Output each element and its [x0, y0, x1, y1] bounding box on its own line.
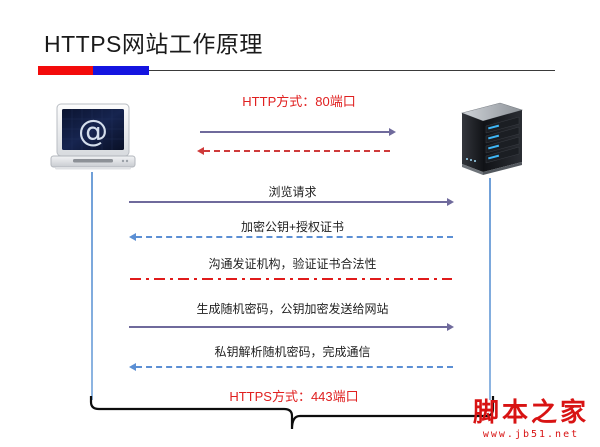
page-title: HTTPS网站工作原理: [44, 31, 263, 57]
step-line-4: [129, 326, 448, 328]
http-response-arrowhead: [197, 147, 204, 155]
step-label-5: 私钥解析随机密码，完成通信: [214, 345, 371, 359]
step-label-4: 生成随机密码，公钥加密发送给网站: [196, 302, 389, 316]
laptop-client-icon: @: [49, 103, 137, 173]
step-line-1: [129, 201, 448, 203]
client-lifeline: [91, 172, 93, 400]
step-line-5: [136, 366, 453, 368]
step-arrowhead-4: [447, 323, 454, 331]
watermark-name: 脚本之家: [472, 398, 589, 428]
http-request-arrowhead: [389, 128, 396, 136]
step-arrowhead-1: [447, 198, 454, 206]
watermark: 脚本之家 www.jb51.net: [466, 400, 596, 440]
http-section-label: HTTP方式：80端口: [242, 94, 356, 109]
step-arrowhead-5: [129, 363, 136, 371]
step-label-3: 沟通发证机构，验证证书合法性: [208, 257, 377, 271]
http-response-line: [204, 150, 390, 152]
server-lifeline: [489, 178, 491, 400]
server-tower-icon: [452, 100, 526, 180]
http-request-line: [200, 131, 390, 133]
step-label-1: 浏览请求: [268, 185, 317, 199]
title-accent-bar-blue: [93, 66, 149, 75]
title-rule: [38, 70, 555, 71]
watermark-url: www.jb51.net: [482, 429, 580, 440]
step-arrowhead-2: [129, 233, 136, 241]
title-accent-bar-red: [38, 66, 93, 75]
https-scope-brace: [88, 394, 496, 432]
https-section-label: HTTPS方式：443端口: [229, 389, 359, 404]
step-line-2: [136, 236, 453, 238]
step-label-2: 加密公钥+授权证书: [240, 220, 344, 234]
svg-text:@: @: [78, 114, 108, 149]
step-line-3: [130, 278, 452, 280]
